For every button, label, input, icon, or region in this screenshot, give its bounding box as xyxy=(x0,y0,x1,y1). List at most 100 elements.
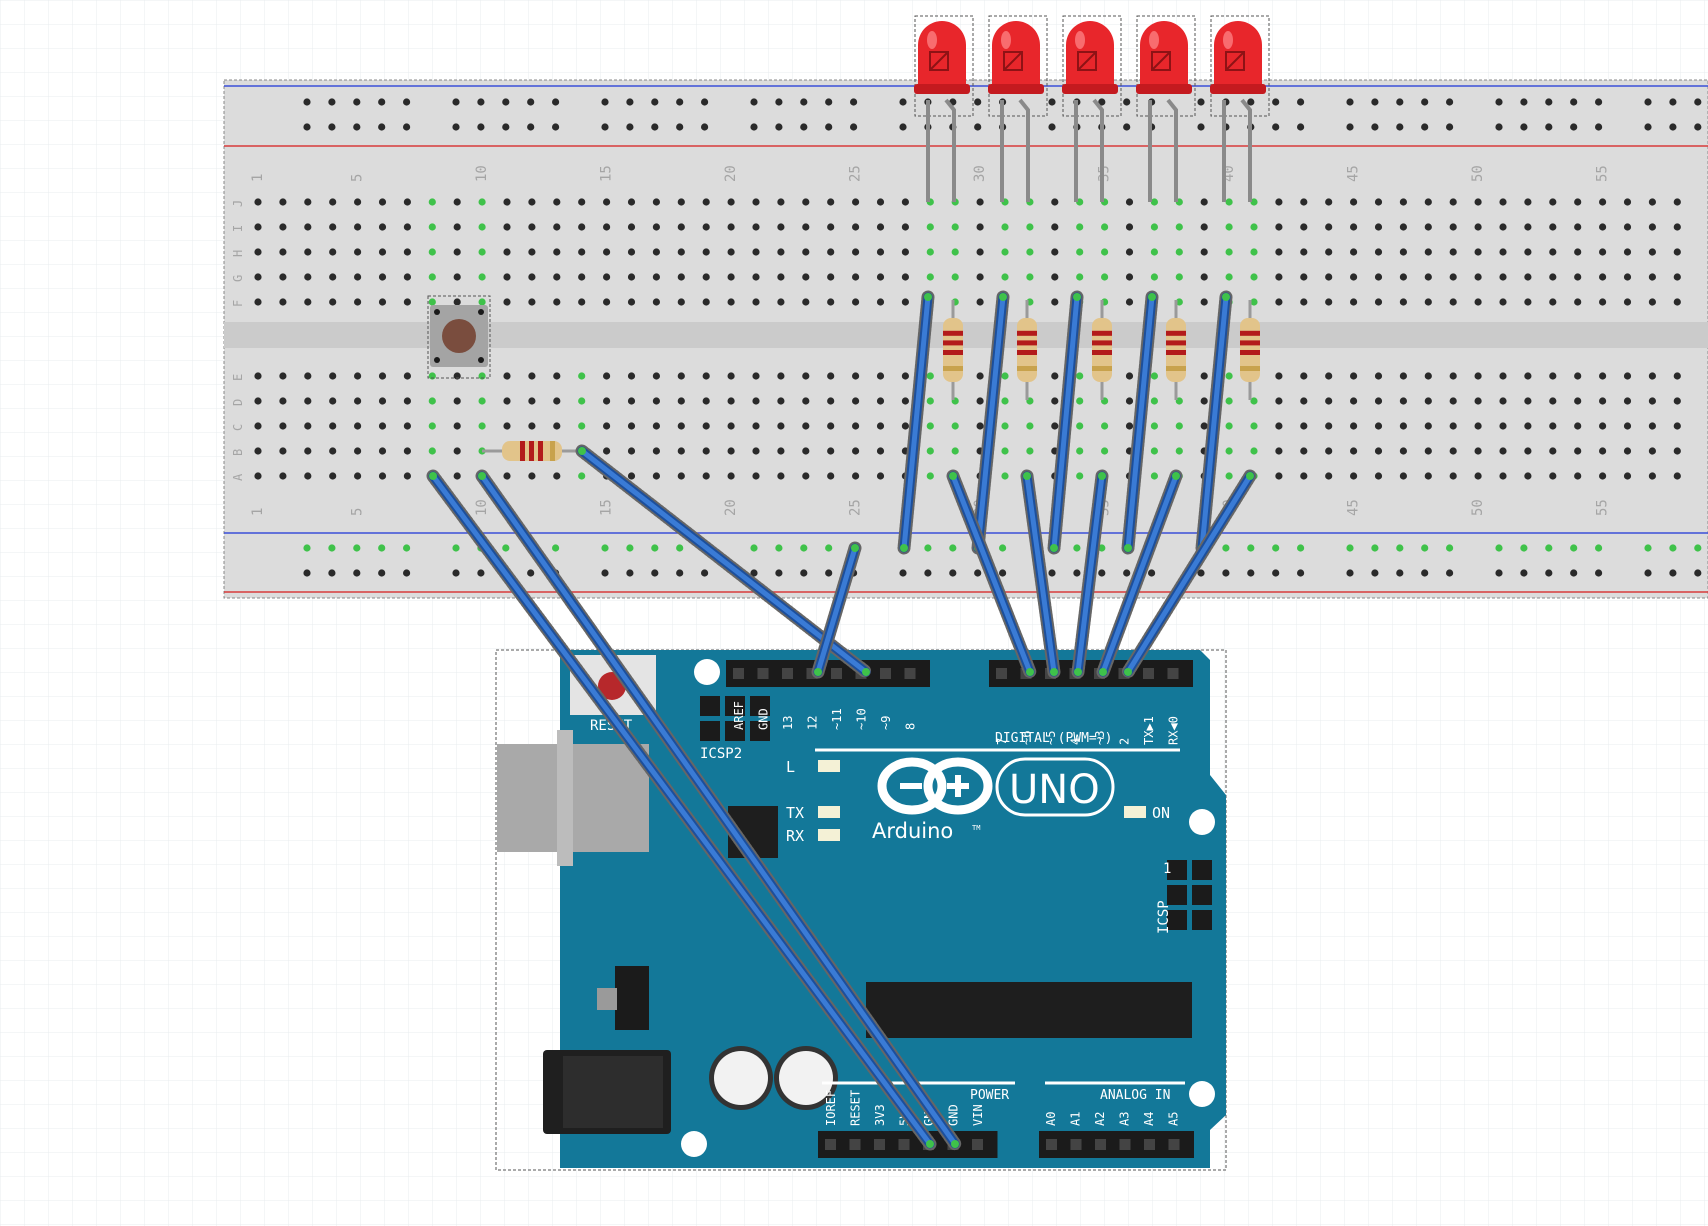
breadboard-hole[interactable] xyxy=(1499,298,1507,306)
breadboard-hole[interactable] xyxy=(702,447,710,455)
breadboard-hole[interactable] xyxy=(279,397,287,405)
breadboard-hole[interactable] xyxy=(528,298,536,306)
breadboard-hole[interactable] xyxy=(1424,298,1432,306)
breadboard-hole[interactable] xyxy=(403,397,411,405)
rail-hole[interactable] xyxy=(1520,123,1528,131)
breadboard-hole[interactable] xyxy=(553,298,561,306)
breadboard-hole[interactable] xyxy=(1424,223,1432,231)
power-pin[interactable] xyxy=(874,1139,885,1150)
breadboard-hole[interactable] xyxy=(901,273,910,281)
breadboard-hole[interactable] xyxy=(1325,248,1333,256)
breadboard-hole[interactable] xyxy=(827,472,835,480)
breadboard-hole[interactable] xyxy=(1225,198,1233,206)
breadboard-hole[interactable] xyxy=(578,472,586,480)
breadboard-hole[interactable] xyxy=(1524,223,1532,231)
breadboard-hole[interactable] xyxy=(1150,372,1158,380)
breadboard-hole[interactable] xyxy=(976,422,984,430)
breadboard-hole[interactable] xyxy=(1399,298,1407,306)
rail-hole[interactable] xyxy=(651,98,659,106)
rail-hole[interactable] xyxy=(353,98,361,106)
rail-hole[interactable] xyxy=(1197,569,1205,577)
breadboard-hole[interactable] xyxy=(578,422,586,430)
breadboard-hole[interactable] xyxy=(1424,397,1432,405)
breadboard-hole[interactable] xyxy=(1325,298,1333,306)
breadboard-hole[interactable] xyxy=(926,248,934,256)
breadboard-hole[interactable] xyxy=(304,422,312,430)
breadboard-hole[interactable] xyxy=(254,273,262,281)
breadboard-hole[interactable] xyxy=(254,223,262,231)
breadboard-hole[interactable] xyxy=(976,397,984,405)
breadboard-hole[interactable] xyxy=(478,422,486,430)
wire-end[interactable] xyxy=(1124,544,1132,552)
breadboard-hole[interactable] xyxy=(777,472,785,480)
breadboard-hole[interactable] xyxy=(428,198,436,206)
breadboard-hole[interactable] xyxy=(752,422,760,430)
breadboard-hole[interactable] xyxy=(1648,422,1656,430)
breadboard-hole[interactable] xyxy=(727,447,735,455)
rail-hole[interactable] xyxy=(1446,569,1454,577)
led-icon[interactable] xyxy=(1140,21,1188,90)
rail-hole[interactable] xyxy=(552,123,560,131)
breadboard-hole[interactable] xyxy=(1051,273,1059,281)
breadboard-hole[interactable] xyxy=(279,248,287,256)
rail-hole[interactable] xyxy=(825,98,833,106)
breadboard-hole[interactable] xyxy=(627,472,636,480)
breadboard-hole[interactable] xyxy=(254,198,262,206)
breadboard-hole[interactable] xyxy=(1673,472,1681,480)
breadboard-hole[interactable] xyxy=(1673,372,1681,380)
breadboard-hole[interactable] xyxy=(876,298,885,306)
breadboard-hole[interactable] xyxy=(254,447,262,455)
analog-pin[interactable] xyxy=(1119,1139,1131,1150)
rail-hole[interactable] xyxy=(1073,569,1081,577)
breadboard-hole[interactable] xyxy=(677,422,685,430)
breadboard-hole[interactable] xyxy=(702,273,710,281)
rail-hole[interactable] xyxy=(477,123,485,131)
breadboard-hole[interactable] xyxy=(1449,298,1457,306)
breadboard-hole[interactable] xyxy=(354,372,362,380)
breadboard-hole[interactable] xyxy=(553,248,561,256)
breadboard-hole[interactable] xyxy=(827,223,835,231)
breadboard-hole[interactable] xyxy=(1524,248,1532,256)
rail-hole[interactable] xyxy=(1346,98,1354,106)
rail-hole[interactable] xyxy=(452,123,460,131)
breadboard-hole[interactable] xyxy=(528,223,536,231)
breadboard-hole[interactable] xyxy=(329,397,337,405)
breadboard-hole[interactable] xyxy=(727,397,735,405)
breadboard-hole[interactable] xyxy=(1250,198,1258,206)
breadboard-hole[interactable] xyxy=(876,472,885,480)
rail-hole[interactable] xyxy=(328,98,336,106)
breadboard-hole[interactable] xyxy=(1051,198,1059,206)
rail-hole[interactable] xyxy=(1346,544,1354,552)
breadboard-hole[interactable] xyxy=(1325,472,1333,480)
breadboard-hole[interactable] xyxy=(1225,372,1233,380)
breadboard-hole[interactable] xyxy=(603,248,611,256)
rail-hole[interactable] xyxy=(1595,123,1603,131)
breadboard-hole[interactable] xyxy=(652,447,661,455)
breadboard-hole[interactable] xyxy=(777,447,785,455)
breadboard-hole[interactable] xyxy=(1499,422,1507,430)
breadboard-hole[interactable] xyxy=(1673,447,1681,455)
breadboard-hole[interactable] xyxy=(1300,223,1308,231)
breadboard-hole[interactable] xyxy=(802,248,810,256)
breadboard-hole[interactable] xyxy=(702,422,710,430)
rail-hole[interactable] xyxy=(850,98,858,106)
rail-hole[interactable] xyxy=(328,544,336,552)
breadboard-hole[interactable] xyxy=(976,273,984,281)
breadboard-hole[interactable] xyxy=(1150,397,1158,405)
breadboard-hole[interactable] xyxy=(1300,372,1308,380)
power-pin[interactable] xyxy=(972,1139,983,1150)
rail-hole[interactable] xyxy=(527,569,535,577)
breadboard-hole[interactable] xyxy=(1101,273,1109,281)
breadboard-hole[interactable] xyxy=(1250,397,1258,405)
breadboard-hole[interactable] xyxy=(304,248,312,256)
breadboard-hole[interactable] xyxy=(279,223,287,231)
rail-hole[interactable] xyxy=(1123,123,1131,131)
breadboard-hole[interactable] xyxy=(1275,472,1283,480)
breadboard-hole[interactable] xyxy=(428,372,436,380)
rail-hole[interactable] xyxy=(949,544,957,552)
breadboard-hole[interactable] xyxy=(279,447,287,455)
breadboard-hole[interactable] xyxy=(1574,248,1582,256)
breadboard-hole[interactable] xyxy=(752,447,760,455)
breadboard-hole[interactable] xyxy=(1648,273,1656,281)
breadboard-hole[interactable] xyxy=(528,422,536,430)
